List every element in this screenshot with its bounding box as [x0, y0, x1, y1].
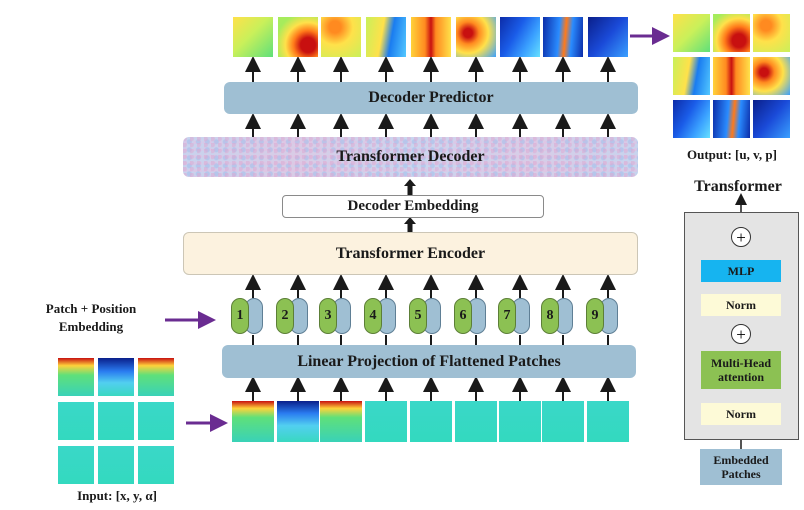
input-patch-tile: [587, 401, 629, 442]
patch-number: 2: [276, 298, 294, 334]
input-grid-tile: [58, 358, 94, 396]
norm-block-top: Norm: [701, 294, 781, 316]
patch-embedding-token: 3: [319, 298, 353, 334]
output-patch-tile: [500, 17, 540, 57]
input-patch-tile: [320, 401, 362, 442]
input-grid-tile: [98, 446, 134, 484]
patch-embedding-token: 9: [586, 298, 620, 334]
decoder-predictor-block: Decoder Predictor: [224, 82, 638, 114]
residual-add-bottom: +: [731, 324, 751, 344]
output-patch-tile: [366, 17, 406, 57]
output-grid-tile: [673, 14, 710, 52]
mlp-block: MLP: [701, 260, 781, 282]
transformer-decoder-block: Transformer Decoder: [183, 137, 638, 177]
patch-embedding-token: 7: [498, 298, 532, 334]
embedded-patches-block: Embedded Patches: [700, 449, 782, 485]
input-patch-tile: [542, 401, 584, 442]
input-label: Input: [x, y, α]: [77, 488, 157, 503]
linear-projection-block: Linear Projection of Flattened Patches: [222, 345, 636, 378]
patch-number: 9: [586, 298, 604, 334]
patch-number: 4: [364, 298, 382, 334]
output-grid-tile: [673, 100, 710, 138]
patch-embedding-token: 1: [231, 298, 265, 334]
output-grid-tile: [753, 100, 790, 138]
input-grid-tile: [58, 402, 94, 440]
output-grid-tile: [713, 100, 750, 138]
patch-number: 8: [541, 298, 559, 334]
multi-head-attention-block: Multi-Head attention: [701, 351, 781, 389]
decoder-embedding-block: Decoder Embedding: [282, 195, 544, 218]
input-grid-tile: [98, 358, 134, 396]
input-grid-tile: [98, 402, 134, 440]
patch-embedding-token: 8: [541, 298, 575, 334]
patch-position-label: Patch + Position Embedding: [45, 301, 137, 334]
output-grid-tile: [673, 57, 710, 95]
input-patch-tile: [232, 401, 274, 442]
output-grid-tile: [753, 57, 790, 95]
patch-number: 3: [319, 298, 337, 334]
input-patch-tile: [277, 401, 319, 442]
patch-number: 7: [498, 298, 516, 334]
patch-embedding-token: 6: [454, 298, 488, 334]
output-patch-tile: [278, 17, 318, 57]
patch-number: 1: [231, 298, 249, 334]
output-patch-tile: [233, 17, 273, 57]
output-label: Output: [u, v, p]: [687, 147, 777, 162]
output-grid-tile: [713, 14, 750, 52]
output-patch-tile: [321, 17, 361, 57]
input-grid-tile: [58, 446, 94, 484]
input-grid-tile: [138, 402, 174, 440]
transformer-encoder-block: Transformer Encoder: [183, 232, 638, 275]
transformer-title: Transformer: [694, 178, 782, 195]
input-patch-tile: [499, 401, 541, 442]
input-grid-tile: [138, 358, 174, 396]
output-patch-tile: [411, 17, 451, 57]
output-grid-tile: [713, 57, 750, 95]
input-grid-tile: [138, 446, 174, 484]
patch-embedding-token: 5: [409, 298, 443, 334]
input-patch-tile: [455, 401, 497, 442]
input-patch-tile: [365, 401, 407, 442]
patch-number: 5: [409, 298, 427, 334]
output-grid-tile: [753, 14, 790, 52]
output-patch-tile: [588, 17, 628, 57]
output-patch-tile: [543, 17, 583, 57]
patch-embedding-token: 4: [364, 298, 398, 334]
patch-number: 6: [454, 298, 472, 334]
residual-add-top: +: [731, 227, 751, 247]
norm-block-bottom: Norm: [701, 403, 781, 425]
input-patch-tile: [410, 401, 452, 442]
patch-embedding-token: 2: [276, 298, 310, 334]
output-patch-tile: [456, 17, 496, 57]
